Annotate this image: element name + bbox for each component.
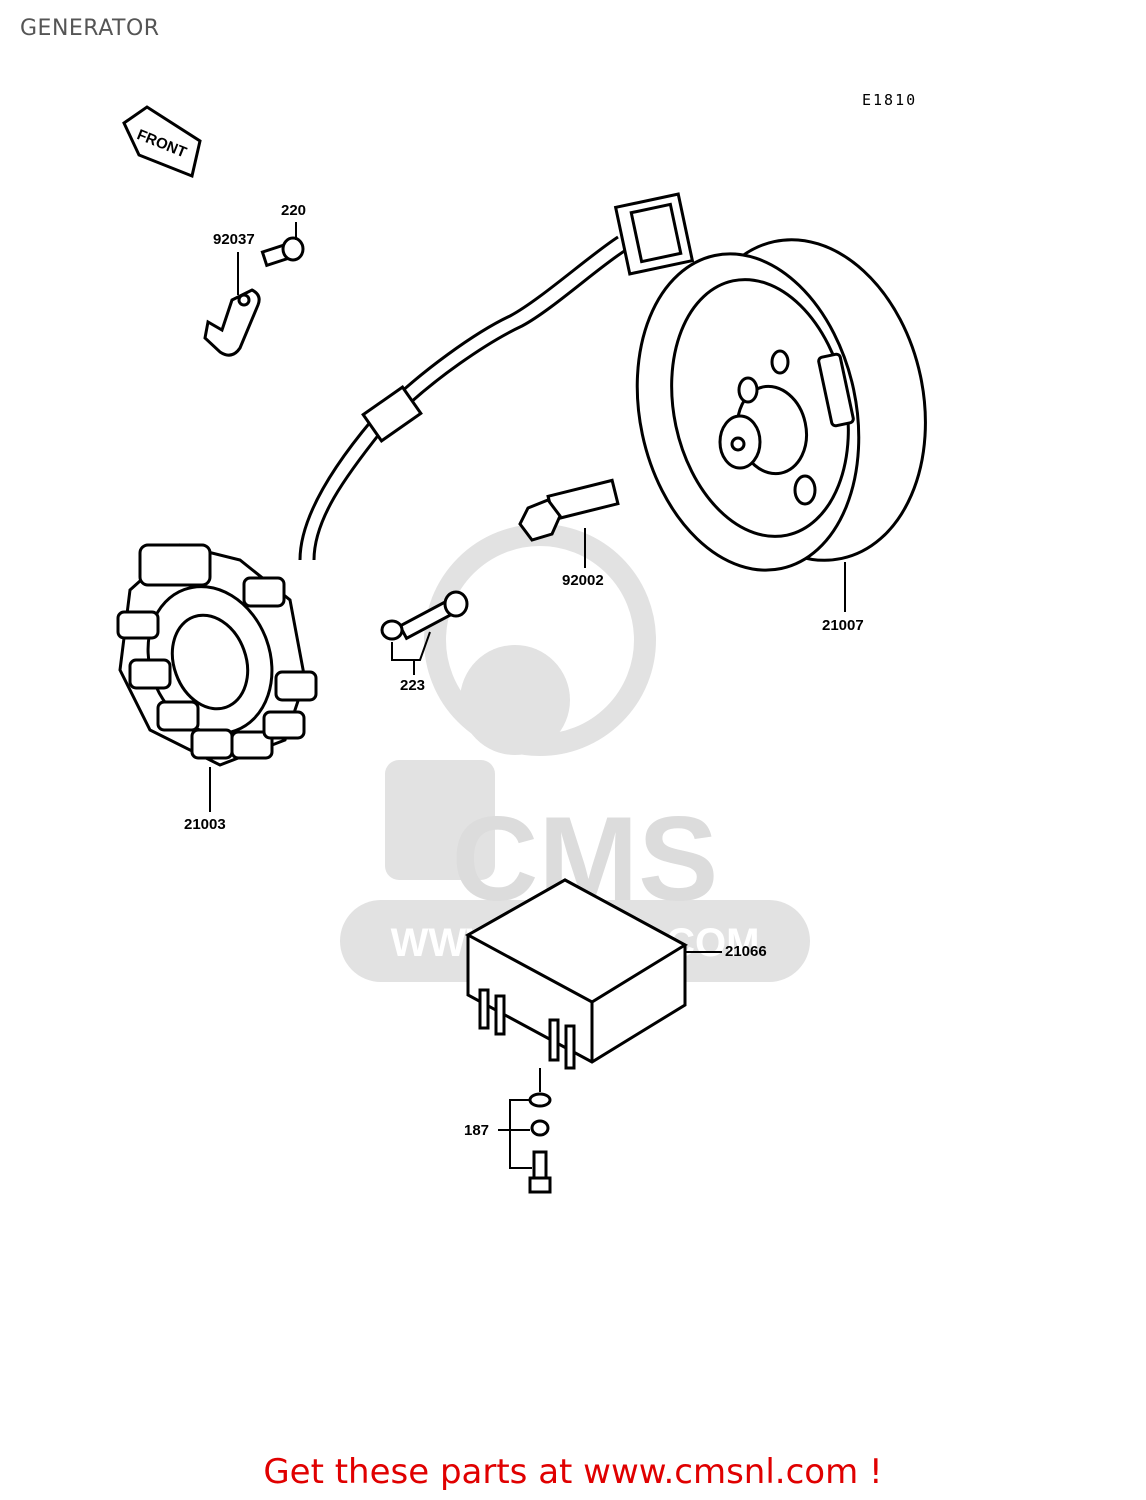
bolt-set-187 (498, 1068, 552, 1194)
screw-220 (260, 222, 305, 268)
part-label-21007: 21007 (822, 617, 864, 634)
part-label-223: 223 (400, 677, 426, 694)
part-label-21066: 21066 (725, 943, 767, 960)
get-parts-link[interactable]: Get these parts at www.cmsnl.com ! (263, 1452, 883, 1492)
part-label-92002: 92002 (562, 572, 604, 589)
regulator-21066 (464, 878, 722, 1070)
part-label-220: 220 (281, 202, 307, 219)
diagram-reference-code: E1810 (862, 91, 918, 109)
page-title: GENERATOR (20, 16, 160, 41)
part-label-21003: 21003 (184, 816, 226, 833)
flywheel-rotor-21007 (635, 238, 927, 612)
part-label-187: 187 (464, 1122, 490, 1139)
stator-cable (298, 192, 695, 561)
clamp-92037 (203, 252, 261, 357)
bolt-92002 (518, 478, 620, 568)
part-label-92037: 92037 (213, 231, 255, 248)
stator-coil-21003 (116, 543, 318, 812)
front-arrow-icon: FRONT (122, 105, 202, 179)
screw-223 (380, 590, 469, 675)
